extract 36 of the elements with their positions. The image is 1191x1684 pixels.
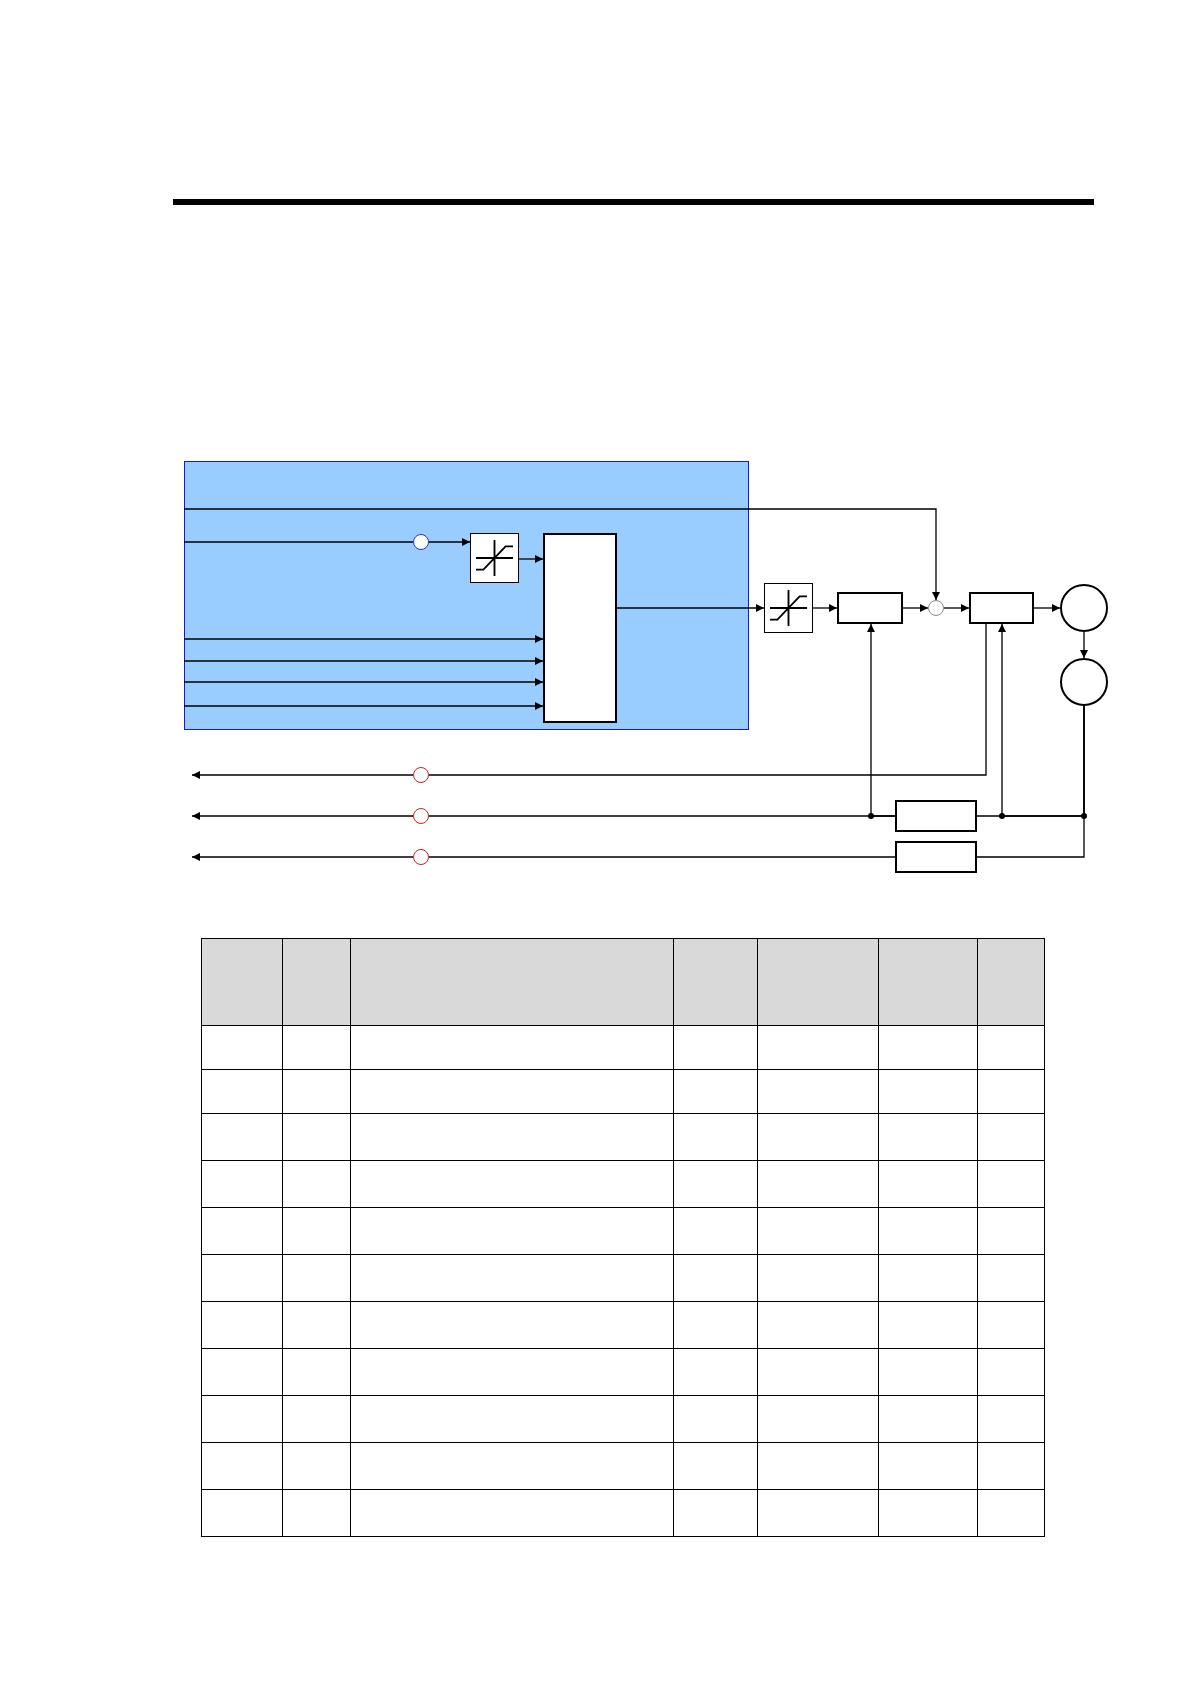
- signal-point-circle: [413, 808, 429, 824]
- arrow: [943, 604, 970, 612]
- arrow: [191, 853, 414, 861]
- limiter-box: [764, 583, 813, 633]
- arrow: [1080, 631, 1088, 659]
- arrow: [183, 702, 544, 710]
- arrow: [191, 771, 414, 779]
- connector-line: [976, 705, 1085, 858]
- circle-node: [1060, 658, 1108, 706]
- shaded-region: [184, 461, 749, 730]
- arrow: [518, 555, 544, 563]
- arrow: [191, 812, 414, 820]
- limiter-box: [469, 532, 519, 583]
- arrow: [428, 538, 471, 546]
- arrow: [1033, 604, 1061, 612]
- arrow: [183, 678, 544, 686]
- process-box: [542, 532, 617, 723]
- signal-point-circle: [412, 533, 429, 550]
- arrow: [183, 635, 544, 643]
- arrow: [183, 657, 544, 665]
- arrow: [183, 508, 940, 601]
- arrow: [616, 604, 765, 612]
- connector-line: [428, 623, 987, 776]
- summing-junction: [928, 600, 944, 616]
- connector-line: [183, 541, 414, 543]
- arrow: [902, 604, 929, 612]
- signal-point-circle: [413, 767, 429, 783]
- connector-line: [428, 856, 896, 858]
- arrow: [812, 604, 838, 612]
- process-box: [895, 800, 977, 832]
- process-box: [895, 841, 977, 873]
- process-box: [969, 592, 1034, 624]
- circle-node: [1060, 584, 1108, 632]
- signal-point-circle: [413, 849, 429, 865]
- process-box: [837, 592, 903, 624]
- connector-line: [428, 815, 896, 817]
